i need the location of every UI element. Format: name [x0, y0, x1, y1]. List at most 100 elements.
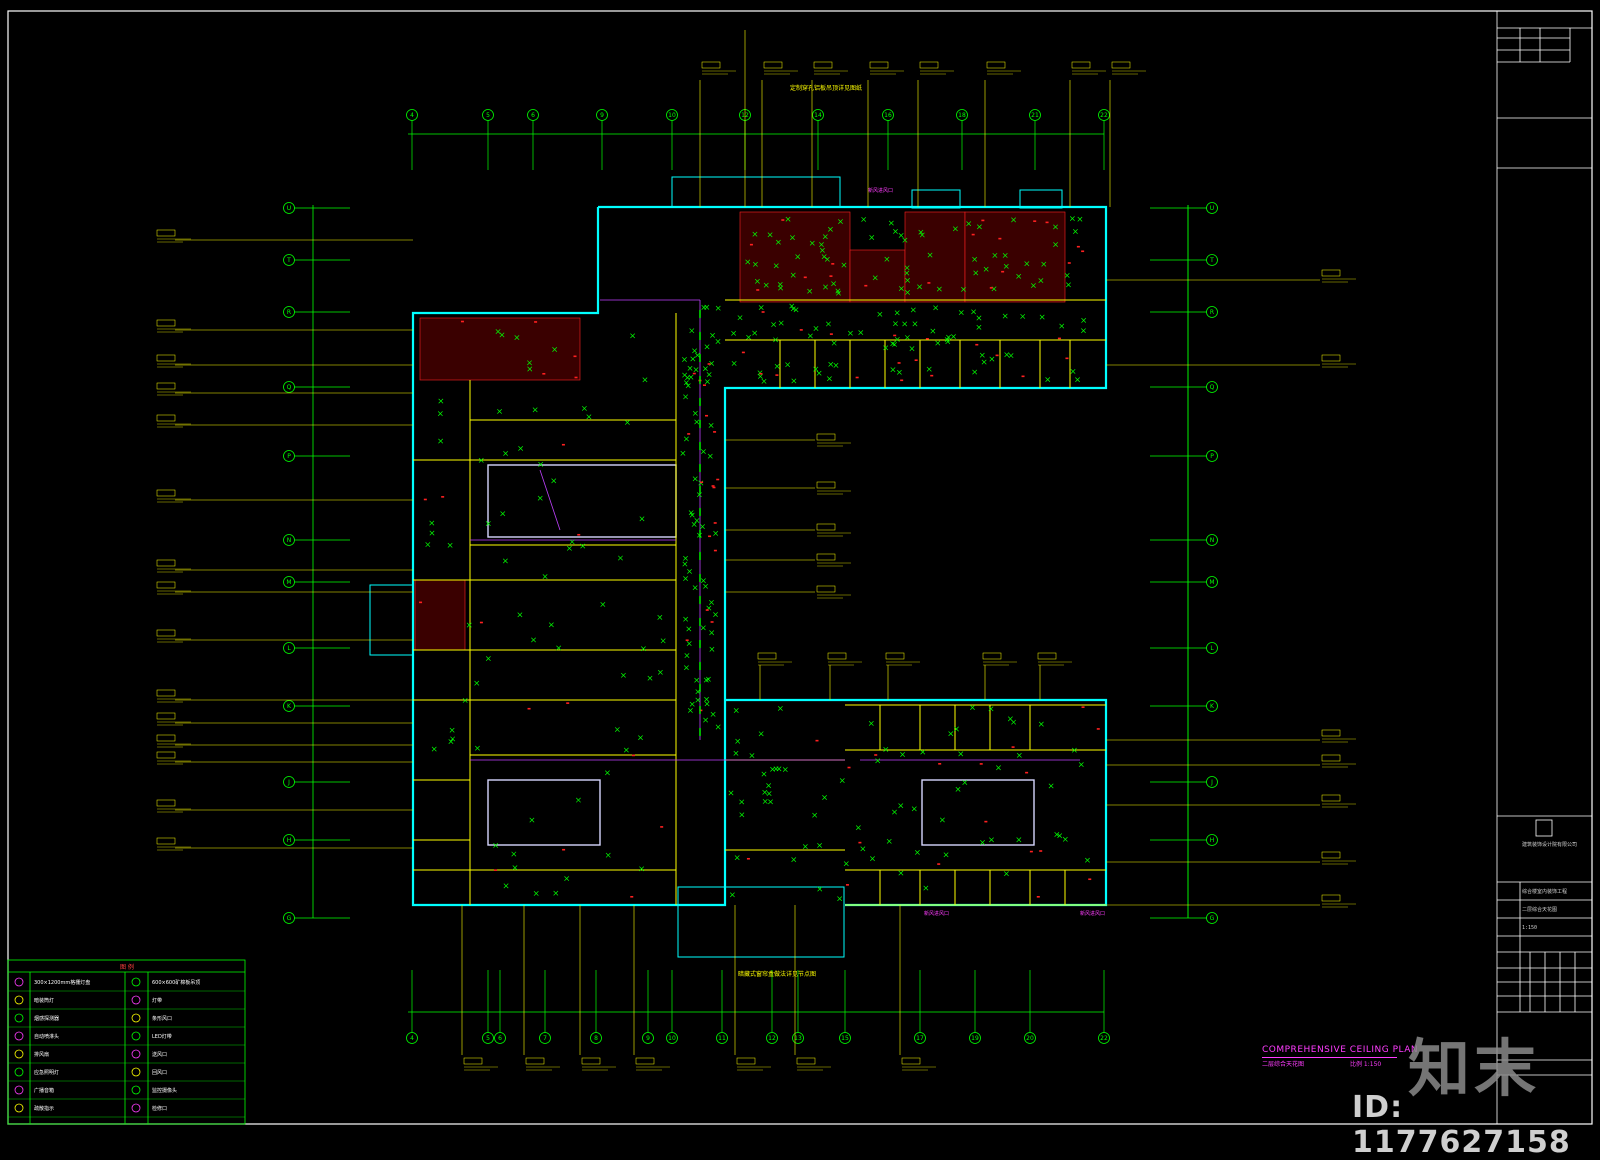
light-fixture-4-7 [775, 239, 781, 245]
svg-text:14: 14 [814, 112, 822, 119]
legend-label: 暗装筒灯 [34, 997, 54, 1004]
light-fixture-4-39 [773, 263, 779, 269]
axis-top-22-10: 22 [1098, 109, 1110, 170]
light-fixture-0-24 [951, 334, 956, 339]
sprinkler-mark-3-8 [702, 384, 706, 386]
axis-top-14-6: 14 [812, 109, 824, 170]
svg-text:8: 8 [594, 1035, 598, 1042]
light-fixture-4-35 [827, 226, 833, 232]
axis-right-J-9: J [1150, 776, 1218, 788]
svg-text:22: 22 [1100, 112, 1108, 119]
light-fixture-0-19 [785, 362, 791, 368]
light-fixture-0-49 [945, 339, 951, 345]
light-fixture-1-67 [552, 347, 558, 352]
axis-right-M-6: M [1150, 576, 1218, 588]
light-fixture-2-41 [939, 817, 945, 823]
sprinkler-mark-3-9 [713, 431, 717, 433]
left-callout-7 [156, 581, 413, 595]
svg-text:H: H [1210, 837, 1215, 844]
light-fixture-3-13 [694, 518, 700, 523]
svg-text:U: U [287, 205, 291, 212]
light-fixture-1-57 [438, 398, 444, 404]
legend-row-6: 广播音箱 [8, 1085, 125, 1100]
light-fixture-1-56 [569, 539, 575, 545]
light-fixture-0-16 [791, 378, 797, 384]
axis-right-Q-3: Q [1150, 381, 1218, 393]
axis-right-G-11: G [1150, 912, 1218, 924]
legend-row-9: 灯带 [125, 995, 245, 1010]
axis-right-P-4: P [1150, 450, 1218, 462]
left-callout-6 [156, 559, 413, 573]
light-fixture-4-48 [1038, 278, 1044, 284]
top-callout-4 [917, 61, 954, 207]
light-fixture-1-47 [614, 727, 620, 732]
light-fixture-2-65 [1054, 832, 1060, 837]
light-fixture-3-31 [704, 696, 710, 702]
light-fixture-3-51 [692, 476, 698, 482]
sprinkler-mark-1-9 [660, 826, 664, 828]
svg-text:R: R [287, 309, 291, 316]
light-fixture-2-61 [762, 799, 768, 804]
axis-bottom-8-4: 8 [590, 970, 602, 1044]
light-fixture-3-17 [682, 357, 687, 362]
annotation-callouts [156, 30, 1356, 1071]
light-fixture-3-29 [689, 328, 695, 334]
title-block-scale: 1:150 [1522, 925, 1537, 931]
svg-text:12: 12 [768, 1035, 776, 1042]
drawing-title: COMPREHENSIVE CEILING PLAN [1262, 1045, 1419, 1055]
top-callout-0 [699, 61, 736, 207]
light-fixture-3-11 [682, 561, 688, 567]
sprinkler-mark-2-10 [858, 841, 862, 844]
light-fixture-1-18 [493, 843, 499, 848]
light-fixture-2-37 [1062, 836, 1068, 842]
light-fixture-4-22 [905, 289, 910, 295]
light-fixture-3-1 [693, 367, 699, 373]
svg-text:J: J [1210, 779, 1213, 786]
axis-left-N-5: N [283, 534, 350, 546]
light-fixture-0-58 [926, 366, 932, 372]
light-fixture-4-55 [831, 281, 837, 287]
sprinkler-mark-3-2 [687, 433, 691, 435]
light-fixture-0-21 [757, 373, 763, 379]
sprinkler-mark-1-4 [419, 601, 423, 604]
light-fixture-1-69 [537, 495, 543, 501]
legend-label: 条形风口 [152, 1015, 172, 1022]
bottom-callout-4 [734, 905, 771, 1071]
light-fixture-3-18 [703, 583, 709, 589]
light-fixture-1-10 [581, 405, 587, 411]
sprinkler-mark-0-16 [914, 359, 918, 362]
light-fixture-0-27 [894, 310, 900, 316]
light-fixture-3-12 [710, 711, 716, 717]
sprinkler-mark-0-13 [1065, 357, 1069, 360]
light-fixture-1-66 [620, 672, 626, 678]
sprinkler-mark-1-1 [561, 443, 565, 446]
light-fixture-2-46 [729, 892, 735, 898]
light-fixture-1-29 [642, 377, 648, 383]
light-fixture-0-69 [731, 361, 737, 366]
light-fixture-1-53 [447, 542, 453, 548]
light-fixture-0-32 [890, 367, 896, 373]
left-callout-8 [156, 629, 413, 643]
legend-label: 广播音箱 [34, 1087, 54, 1094]
svg-text:11: 11 [718, 1035, 726, 1042]
axis-left-Q-3: Q [283, 381, 350, 393]
svg-text:J: J [287, 779, 290, 786]
axis-left-K-8: K [283, 700, 350, 712]
light-fixture-0-14 [883, 345, 889, 351]
light-fixture-4-10 [838, 219, 843, 224]
light-fixture-2-58 [812, 812, 818, 818]
sprinkler-mark-4-0 [749, 243, 753, 246]
light-fixture-1-7 [638, 735, 643, 741]
sprinkler-mark-3-17 [699, 709, 703, 712]
light-fixture-4-33 [1069, 216, 1075, 222]
vent-label-bottom-left: 新风进风口 [924, 910, 949, 917]
svg-text:K: K [287, 703, 292, 710]
light-strip-icon [14, 977, 24, 987]
axis-right-R-2: R [1150, 306, 1218, 318]
light-fixture-3-34 [683, 665, 689, 671]
svg-text:17: 17 [916, 1035, 924, 1042]
light-fixture-4-64 [745, 259, 751, 265]
sprinkler-mark-3-13 [712, 486, 716, 489]
sprinkler-mark-2-7 [847, 766, 851, 769]
